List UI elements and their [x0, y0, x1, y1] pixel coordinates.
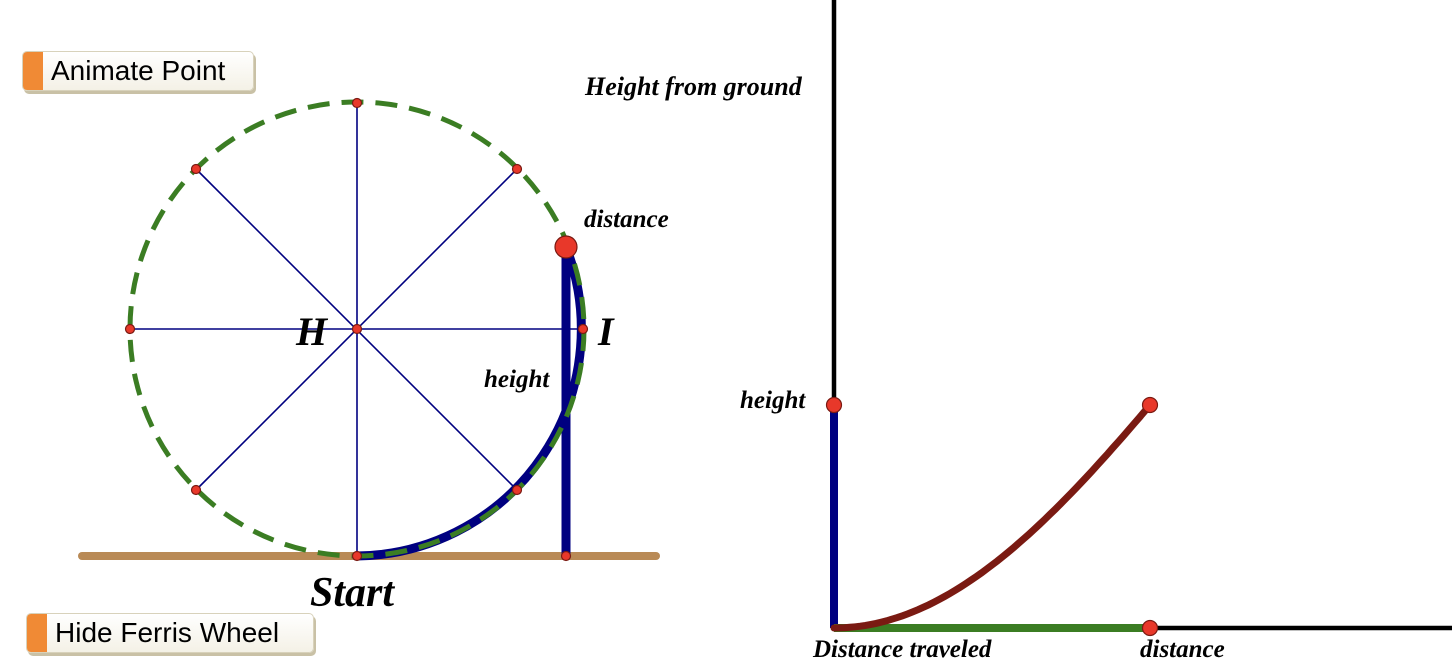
center-label: H: [295, 309, 329, 354]
button-tab: [23, 52, 43, 90]
wheel-height-label: height: [484, 366, 550, 393]
point-lower-left[interactable]: [190, 484, 202, 496]
point-top[interactable]: [351, 97, 363, 109]
wheel-distance-label: distance: [584, 206, 669, 233]
point-left[interactable]: [124, 323, 136, 335]
graph-height-point[interactable]: [825, 396, 843, 414]
point-start[interactable]: [351, 550, 363, 562]
button-tab: [27, 614, 47, 652]
moving-point[interactable]: [554, 235, 578, 259]
point-lower-right[interactable]: [511, 484, 523, 496]
traveled-arc[interactable]: [352, 242, 586, 561]
point-upper-right[interactable]: [511, 163, 523, 175]
wheel-points: [124, 97, 589, 562]
graph-height-label: height: [740, 387, 806, 414]
height-distance-curve: [830, 401, 1154, 632]
graph-x-axis-label: Distance traveled: [812, 636, 992, 663]
graph-distance-point[interactable]: [1141, 619, 1159, 637]
animate-point-button[interactable]: Animate Point: [22, 51, 254, 91]
graph-distance-label: distance: [1140, 636, 1225, 663]
right-point-label: I: [597, 309, 615, 354]
hide-ferris-wheel-button[interactable]: Hide Ferris Wheel: [26, 613, 314, 653]
point-center[interactable]: [351, 323, 363, 335]
point-right[interactable]: [577, 323, 589, 335]
graph-y-axis-label: Height from ground: [584, 72, 803, 101]
graph-curve-end-point[interactable]: [1141, 396, 1159, 414]
animate-point-label: Animate Point: [51, 55, 226, 86]
start-label: Start: [310, 570, 395, 616]
point-height-foot[interactable]: [560, 550, 572, 562]
point-upper-left[interactable]: [190, 163, 202, 175]
hide-ferris-wheel-label: Hide Ferris Wheel: [55, 617, 280, 648]
